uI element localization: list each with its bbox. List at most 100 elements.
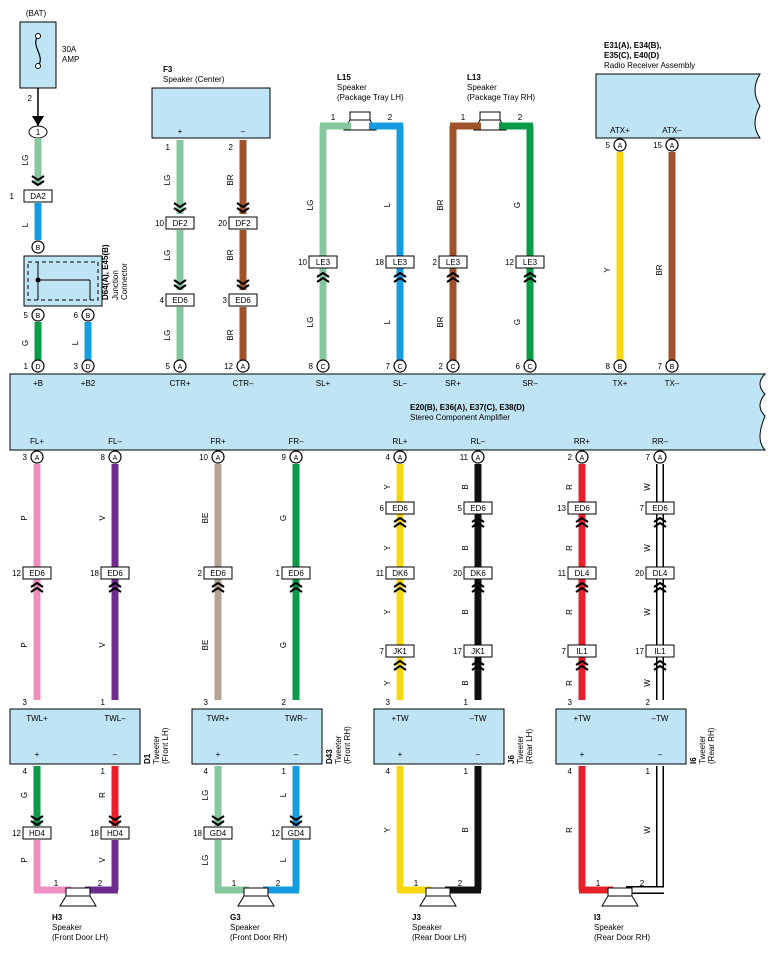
chevron: [173, 207, 187, 214]
wire-top-label2-5: G: [513, 319, 522, 325]
pin-bot-3: 9: [282, 453, 287, 462]
pin-dev-1: 1: [101, 698, 106, 707]
term-bot-0-letter: A: [35, 455, 40, 462]
chevron: [471, 516, 485, 523]
speaker-l15-sub: (Package Tray LH): [337, 93, 404, 102]
speaker-sub-3: (Rear Door RH): [594, 933, 650, 942]
conn-top-0-box: [165, 216, 195, 230]
spk-wire-a-label-2: LG: [201, 790, 210, 801]
chevron: [653, 659, 667, 666]
spk-wire-b-label-0: P: [20, 857, 29, 862]
wire-top-label-7: BR: [655, 264, 664, 275]
speaker-2-cone: [419, 895, 457, 907]
speaker-sub-0: (Front Door LH): [52, 933, 108, 942]
spk-wire-b-label-3: L: [279, 857, 288, 862]
term-bot-3-letter: A: [294, 455, 299, 462]
conn-bot1-0-label: ED6: [29, 569, 45, 578]
conn-bot1-pin-7: 20: [635, 569, 644, 578]
chevron: [31, 175, 45, 182]
tweeter-t2-3: –TW: [652, 714, 669, 723]
amplifier-name: Stereo Component Amplifier: [410, 413, 510, 422]
conn-bot1-2-label: ED6: [210, 569, 226, 578]
conn-top-3-label: LE3: [393, 258, 408, 267]
term-bot-7-letter: A: [658, 455, 663, 462]
term-top-6-circle: [613, 359, 627, 373]
fuse-icon-end: [35, 33, 41, 39]
conn-top2-1-box: [228, 293, 258, 307]
tweeter-minus-0: –: [113, 750, 118, 759]
spk-conn-3-label: GD4: [288, 829, 305, 838]
speaker-0-cone: [59, 895, 97, 907]
pin-dev-0: 3: [23, 698, 28, 707]
pin-bot-4: 4: [386, 453, 391, 462]
amp-term-bottom: FL–: [108, 437, 122, 446]
chevron: [575, 659, 589, 666]
amp-term-top: +B2: [81, 379, 96, 388]
chevron: [289, 815, 303, 822]
pin-radio-7: 15: [653, 141, 662, 150]
conn-da2-label: DA2: [30, 192, 46, 201]
term-top-4-letter: C: [450, 364, 455, 371]
speaker-3-cone: [601, 895, 639, 907]
tweeter-t1-2: +TW: [391, 714, 409, 723]
term-top-1-letter: A: [241, 364, 246, 371]
tweeter-plus-1: +: [216, 750, 221, 759]
conn-bot1-6-box: [567, 566, 597, 580]
conn-bot2-pin-5: 17: [453, 647, 462, 656]
conn-bot1-3-box: [281, 566, 311, 580]
amp-term-bottom: FR+: [210, 437, 226, 446]
term-radio-6-letter: A: [618, 143, 623, 150]
spk-pin-a-3: 1: [282, 767, 287, 776]
tweeter-code-1: D43: [325, 749, 334, 764]
tweeter-t1-3: +TW: [573, 714, 591, 723]
speaker-l13-name: Speaker: [467, 83, 497, 92]
conn-top-5-box: [515, 255, 545, 269]
wire-bottom-label4-6: R: [565, 680, 574, 686]
conn-top-pin-5: 12: [505, 258, 514, 267]
pin-dev-2: 3: [204, 698, 209, 707]
conn-top-pin-0: 10: [155, 219, 164, 228]
term-top-2-circle: [316, 359, 330, 373]
f3-code: F3: [163, 65, 173, 74]
speaker-pin2-0: 2: [98, 879, 103, 888]
speaker-pin1-0: 1: [54, 879, 59, 888]
term-top-3-circle: [393, 359, 407, 373]
pin-top-4: 1: [461, 113, 466, 122]
conn-bot1-pin-4: 11: [376, 569, 385, 578]
pin-top-bot-2: 8: [309, 362, 314, 371]
term-bot-6-letter: A: [580, 455, 585, 462]
tweeter-box-3: [555, 708, 687, 765]
chevron: [173, 202, 187, 209]
speaker-l13-icon: [479, 111, 501, 121]
speaker-pin1-1: 1: [232, 879, 237, 888]
term-pw-top-1-letter: B: [86, 313, 91, 320]
conn-bot2-6-label: IL1: [576, 647, 588, 656]
tweeter-name-2: Tweeter: [516, 735, 525, 764]
wire-top-label-1: BR: [226, 174, 235, 185]
chevron: [575, 586, 589, 593]
conn-da2-box: [23, 189, 53, 203]
spk-pin-a-6: 4: [568, 767, 573, 776]
junction-1-label: 1: [36, 128, 41, 137]
chevron: [653, 516, 667, 523]
conn-top-pin-4: 2: [433, 258, 438, 267]
wire-bottom-label-2: BE: [201, 513, 210, 524]
conn-da2-pin: 1: [10, 192, 15, 201]
spk-pin-a-4: 4: [386, 767, 391, 776]
pin-top-bot-1: 12: [224, 362, 233, 371]
pin-top-bot-4: 2: [439, 362, 444, 371]
conn-bot0-5-label: ED6: [470, 504, 486, 513]
pin-top-2: 1: [331, 113, 336, 122]
tweeter-name-0: Tweeter: [152, 735, 161, 764]
pin-top-bot-7: 7: [658, 362, 663, 371]
tweeter-code-0: D1: [143, 753, 152, 764]
term-top-1-circle: [236, 359, 250, 373]
speaker-3-magnet: [607, 887, 633, 897]
tweeter-t2-1: TWR–: [285, 714, 308, 723]
wire-top-label2-0: LG: [163, 250, 172, 261]
chevron: [108, 586, 122, 593]
wire-top-label3-1: BR: [226, 329, 235, 340]
conn-bot1-pin-5: 20: [453, 569, 462, 578]
tweeter-plus-0: +: [35, 750, 40, 759]
